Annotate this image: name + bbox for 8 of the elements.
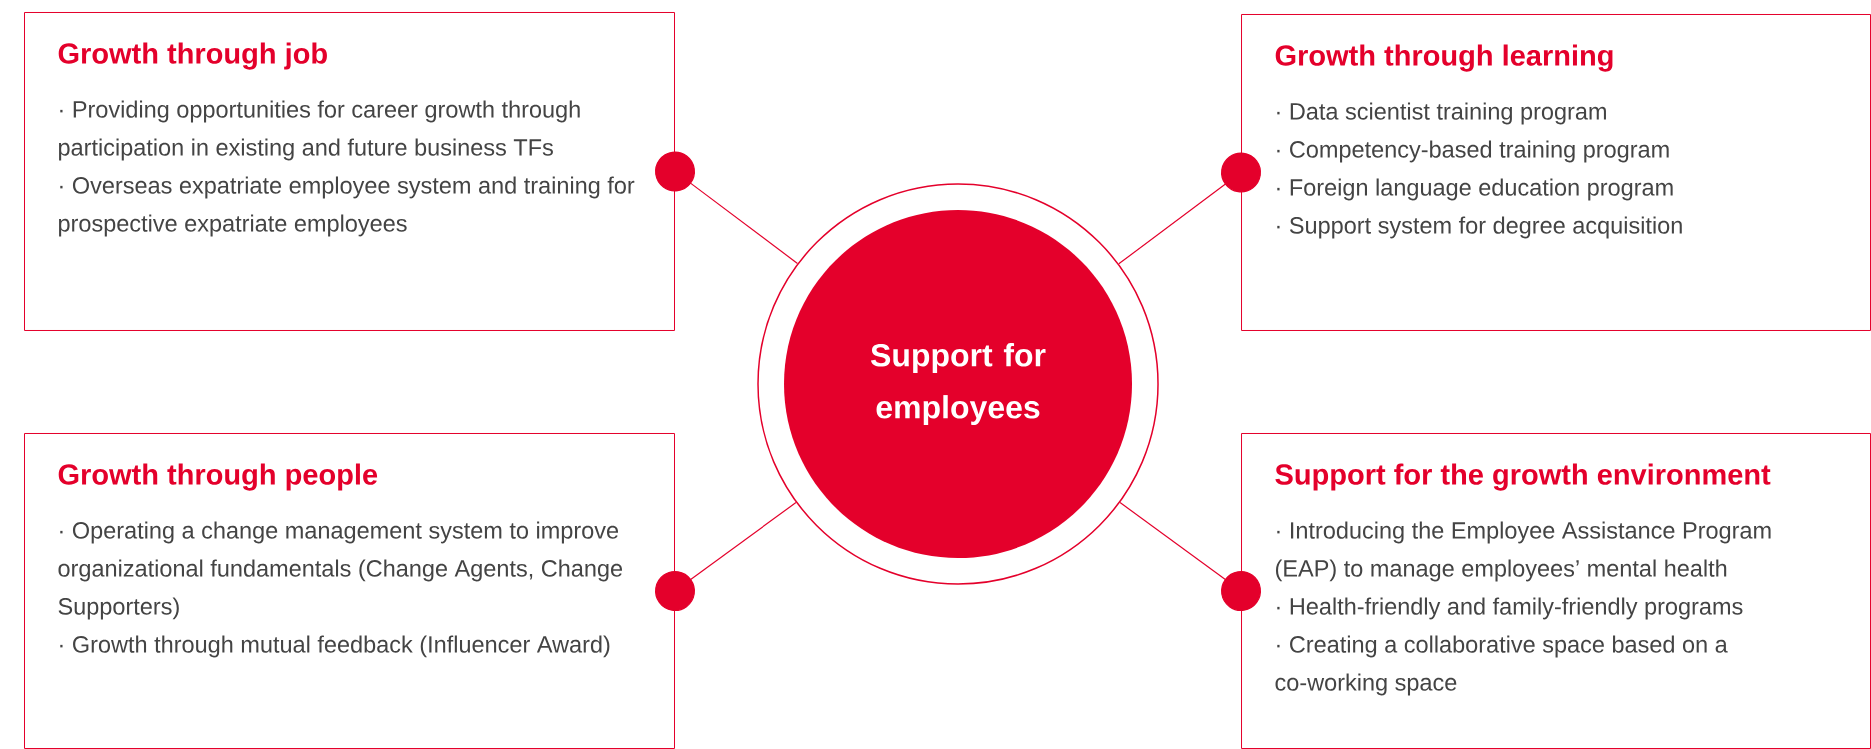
- connector-line: [655, 151, 799, 265]
- text-box: Support for the growth environment · Introducing the Employee Assistance Program (EAP) to manage employees’ mental health · Health-friendly and family-friendly programs · Creating a collaborative space based on a co-working space: [1241, 433, 1871, 749]
- text-box: Growth through job · Providing opportunities for career growth through participation in existing and future business TFs · Overseas expatriate employee system and training for prospective expatriate employees: [24, 12, 675, 331]
- connector-line: [1119, 501, 1261, 611]
- connector-line: [1118, 152, 1261, 265]
- connector-line: [655, 501, 797, 611]
- text-box: Growth through people · Operating a change management system to improve organizational fundamentals (Change Agents, Change Supporters) · Growth through mutual feedback (Influencer Award): [24, 433, 675, 749]
- text-box: Growth through learning · Data scientist training program · Competency-based training program · Foreign language education program · Support system for degree acquisition: [1241, 14, 1871, 331]
